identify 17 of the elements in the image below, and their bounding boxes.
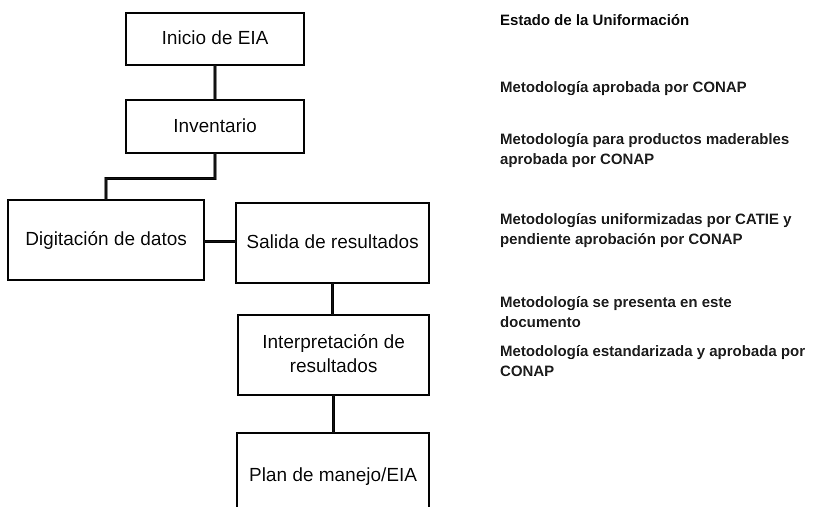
- status-note: Metodología aprobada por CONAP: [500, 78, 748, 98]
- process-box: Digitación de datos: [7, 199, 205, 281]
- connector-line: [214, 66, 216, 99]
- status-note: Metodologías uniformizadas por CATIE y pendiente aprobación por CONAP: [500, 210, 792, 249]
- process-box: Inicio de EIA: [125, 12, 305, 66]
- connector-line: [104, 154, 216, 199]
- connector-line: [205, 240, 235, 243]
- process-box: Interpretación de resultados: [237, 314, 430, 396]
- process-box: Plan de manejo/EIA: [236, 432, 430, 507]
- status-note: Metodología estandarizada y aprobada por CONAP: [500, 342, 806, 381]
- status-note: Metodología se presenta en este documento: [500, 293, 733, 332]
- connector-line: [331, 284, 334, 314]
- status-note: Metodología para productos maderables aprobada por CONAP: [500, 130, 790, 169]
- process-box: Salida de resultados: [235, 202, 430, 284]
- connector-line: [332, 396, 335, 432]
- process-box: Inventario: [125, 99, 305, 154]
- column-heading: Estado de la Uniformación: [500, 12, 690, 29]
